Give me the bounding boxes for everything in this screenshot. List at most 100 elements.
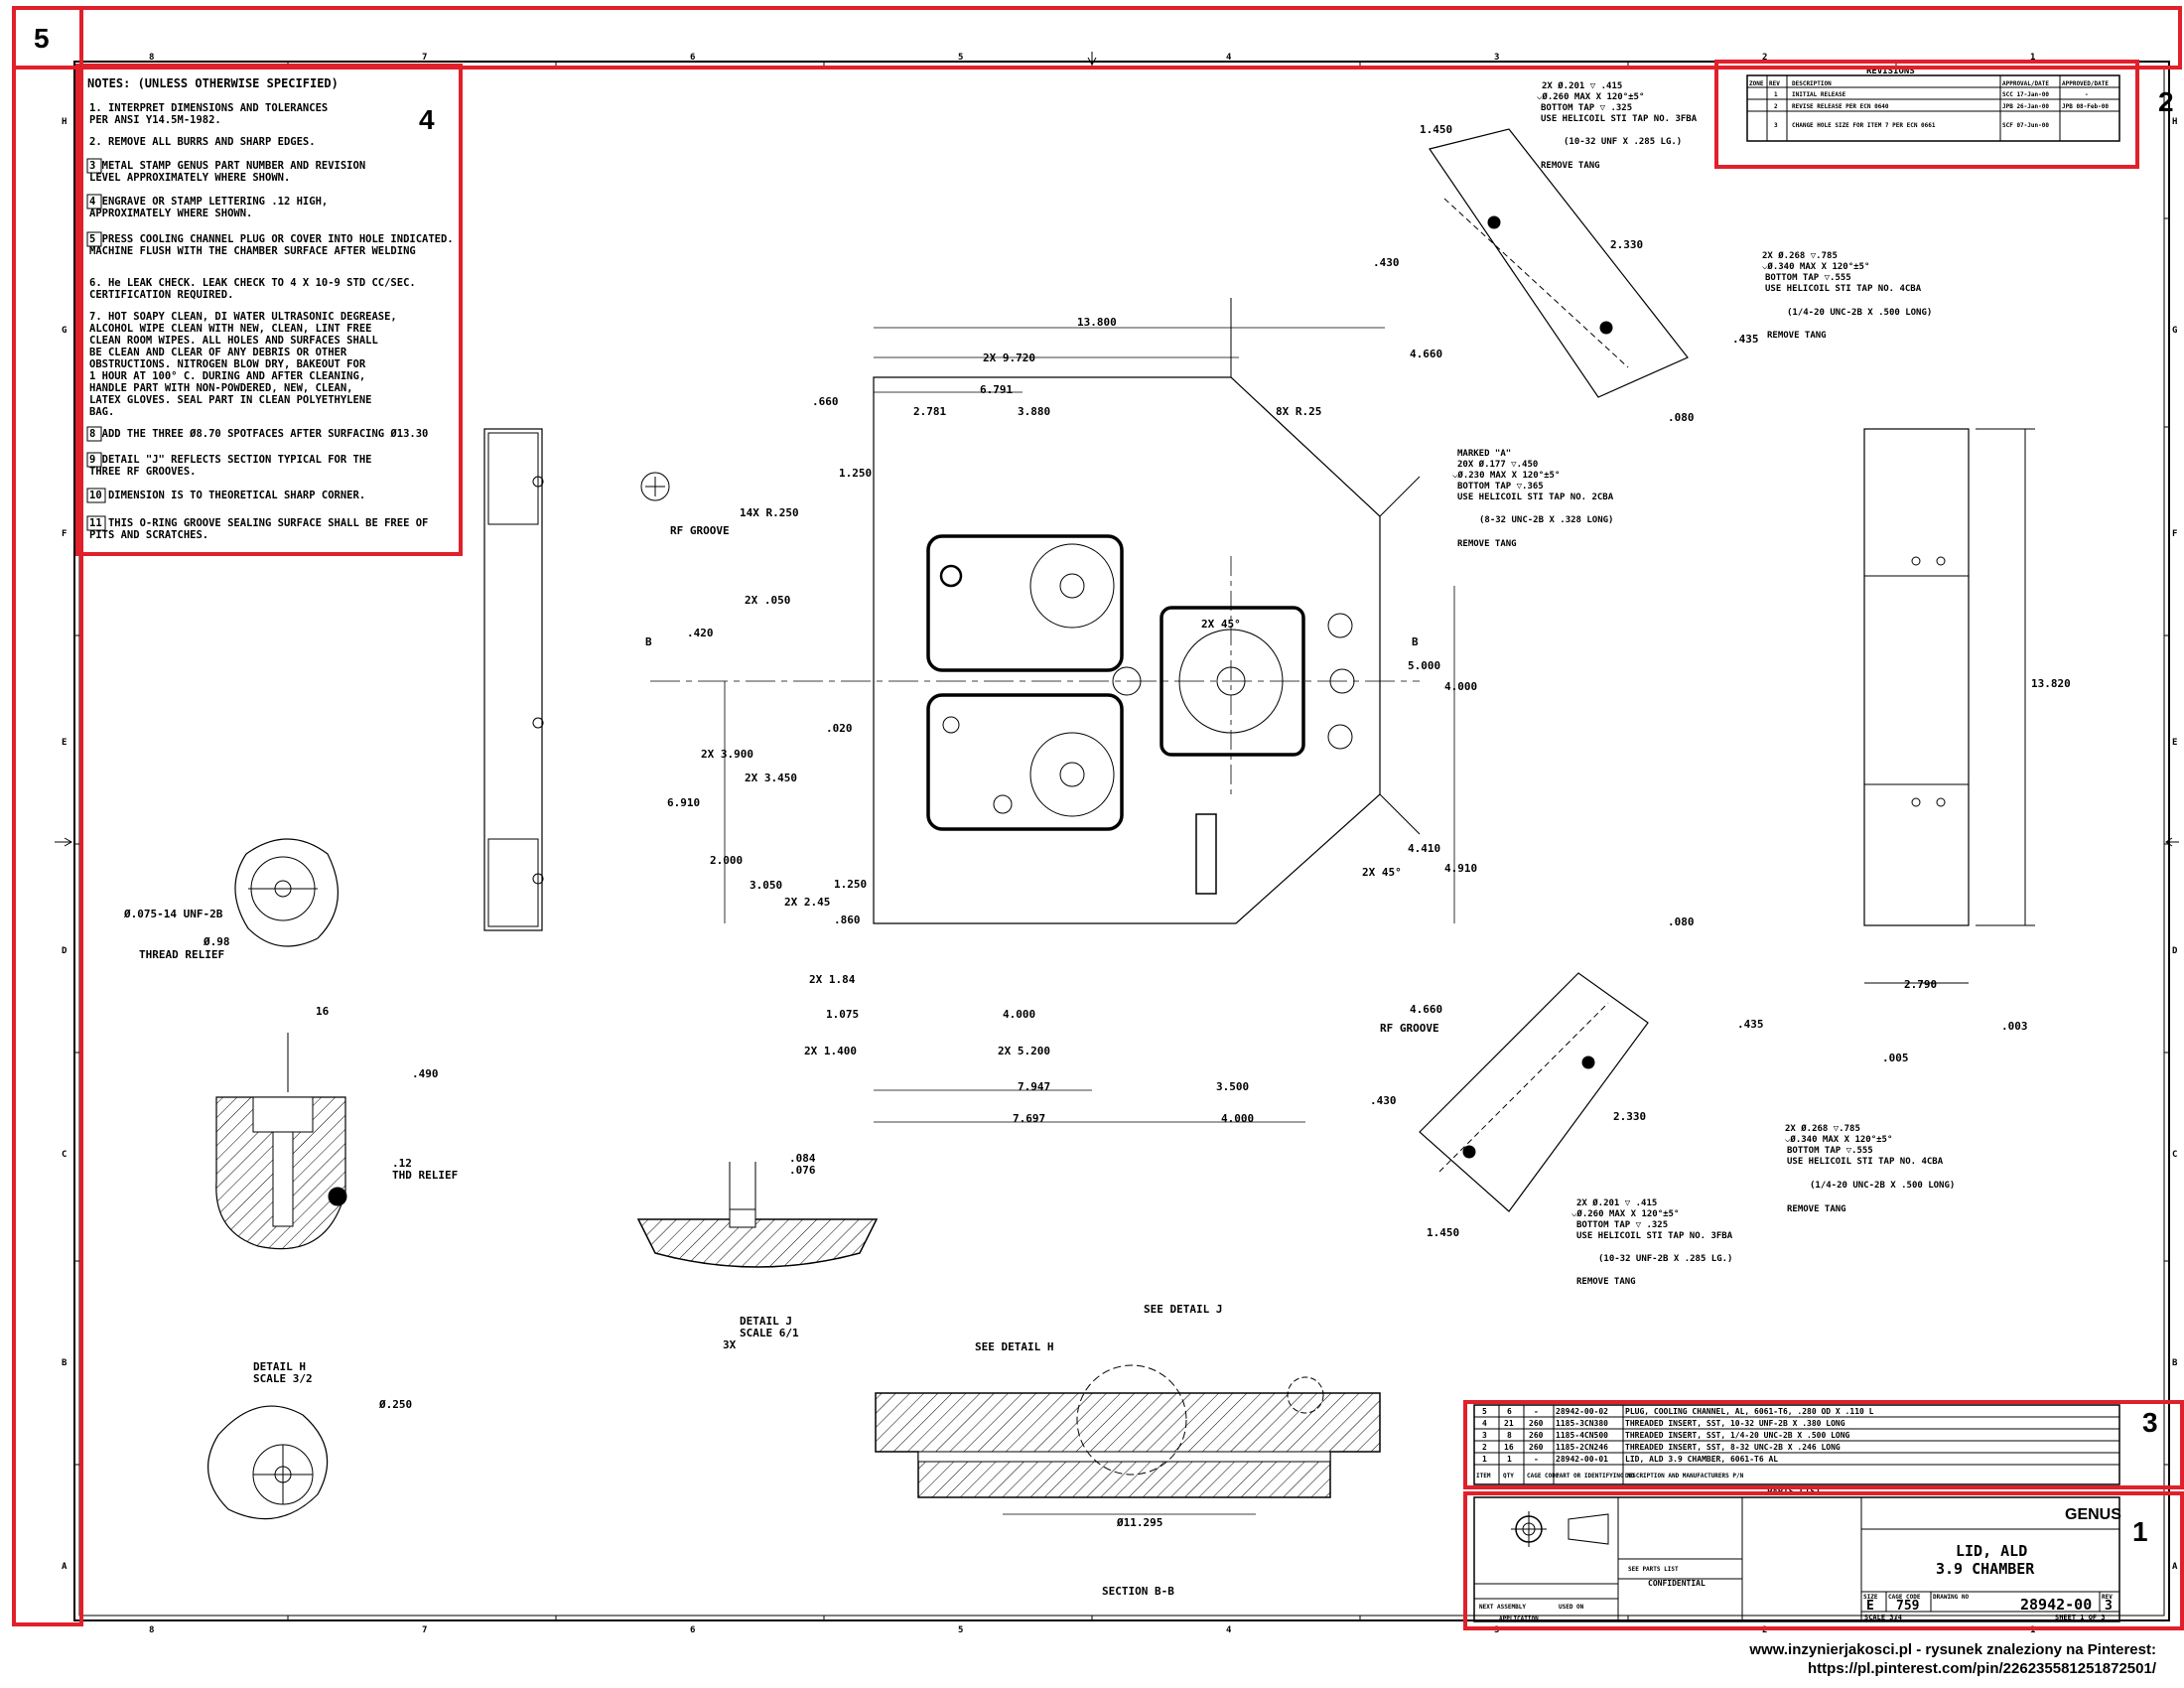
svg-text:2X 3.450: 2X 3.450 <box>745 772 797 784</box>
svg-text:.076: .076 <box>789 1164 816 1177</box>
scale: SCALE 3/4 <box>1864 1614 1902 1621</box>
svg-text:.860: .860 <box>834 914 861 926</box>
svg-text:260: 260 <box>1529 1443 1544 1452</box>
svg-text:THD RELIEF: THD RELIEF <box>392 1169 458 1182</box>
svg-text:USE HELICOIL STI TAP NO. 2CBA: USE HELICOIL STI TAP NO. 2CBA <box>1457 492 1614 502</box>
zone-top-4: 4 <box>1226 53 1232 63</box>
note-line: PER ANSI Y14.5M-1982. <box>89 114 221 126</box>
note-line: 11 THIS O-RING GROOVE SEALING SURFACE SH… <box>89 517 428 529</box>
svg-text:SCC 17-Jan-00: SCC 17-Jan-00 <box>2002 91 2049 98</box>
svg-text:4.000: 4.000 <box>1221 1112 1254 1125</box>
note-line: 2. REMOVE ALL BURRS AND SHARP EDGES. <box>89 136 316 148</box>
svg-text:2X 9.720: 2X 9.720 <box>983 352 1035 364</box>
zone-left-h: H <box>62 117 67 127</box>
note-line: 7. HOT SOAPY CLEAN, DI WATER ULTRASONIC … <box>89 311 397 323</box>
svg-text:.660: .660 <box>812 395 839 408</box>
svg-text:13.800: 13.800 <box>1077 316 1117 329</box>
callout-box-1 <box>1463 1491 2184 1630</box>
zone-left-d: D <box>62 946 68 956</box>
callout-label-3: 3 <box>2142 1407 2158 1438</box>
svg-text:⌵Ø.260 MAX X 120°±5°: ⌵Ø.260 MAX X 120°±5° <box>1571 1208 1679 1219</box>
svg-text:3X: 3X <box>723 1338 737 1351</box>
svg-text:JPB 26-Jan-00: JPB 26-Jan-00 <box>2002 103 2049 110</box>
svg-text:REMOVE TANG: REMOVE TANG <box>1457 539 1517 549</box>
svg-text:⌵Ø.230 MAX X 120°±5°: ⌵Ø.230 MAX X 120°±5° <box>1452 470 1560 481</box>
note-flag-box <box>86 426 102 442</box>
note-line: BAG. <box>89 406 114 418</box>
svg-text:(1/4-20 UNC-2B X .500 LONG): (1/4-20 UNC-2B X .500 LONG) <box>1810 1181 1955 1191</box>
pocket-upper <box>926 534 1124 672</box>
svg-text:.490: .490 <box>412 1067 439 1080</box>
zone-top-5: 5 <box>958 53 963 63</box>
note-line: BE CLEAN AND CLEAR OF ANY DEBRIS OR OTHE… <box>89 347 347 358</box>
svg-text:2X Ø.268 ▽.785: 2X Ø.268 ▽.785 <box>1762 250 1838 261</box>
svg-text:28942-00-01: 28942-00-01 <box>1556 1455 1608 1464</box>
svg-text:1185-3CN380: 1185-3CN380 <box>1556 1419 1608 1428</box>
svg-text:2.000: 2.000 <box>710 854 743 867</box>
svg-text:USE HELICOIL STI TAP NO. 3FBA: USE HELICOIL STI TAP NO. 3FBA <box>1541 114 1698 124</box>
main-plan-view <box>650 298 1455 1123</box>
svg-text:SIZE: SIZE <box>1863 1594 1878 1601</box>
zone-right-c: C <box>2172 1150 2177 1160</box>
svg-text:2X 45°: 2X 45° <box>1362 866 1402 879</box>
top-zone-ticks <box>287 62 1897 1620</box>
svg-text:PART OR IDENTIFYING NO: PART OR IDENTIFYING NO <box>1556 1473 1635 1479</box>
revisions-table: REVISIONS ZONE REV DESCRIPTION APPROVAL/… <box>1746 67 2120 142</box>
footer-link[interactable]: https://pl.pinterest.com/pin/22623558125… <box>1808 1660 2156 1677</box>
svg-text:260: 260 <box>1529 1431 1544 1440</box>
svg-text:⌵Ø.340 MAX X 120°±5°: ⌵Ø.340 MAX X 120°±5° <box>1762 261 1869 272</box>
svg-text:6: 6 <box>1507 1407 1512 1416</box>
side-view-right <box>1863 428 2035 984</box>
svg-text:BOTTOM TAP ▽.365: BOTTOM TAP ▽.365 <box>1457 482 1544 492</box>
note-line: THREE RF GROOVES. <box>89 466 196 478</box>
note-line: 3 METAL STAMP GENUS PART NUMBER AND REVI… <box>89 160 365 172</box>
company-logo: GENUS <box>2065 1506 2121 1523</box>
svg-text:5.000: 5.000 <box>1408 659 1440 672</box>
svg-text:.435: .435 <box>1732 333 1759 346</box>
svg-text:2: 2 <box>1482 1443 1487 1452</box>
note-flag-box <box>86 194 102 210</box>
svg-text:B: B <box>1412 635 1419 648</box>
callout-label-5: 5 <box>34 23 50 54</box>
svg-text:THREADED INSERT, SST, 1/4-20 U: THREADED INSERT, SST, 1/4-20 UNC-2B X .5… <box>1625 1431 1850 1440</box>
side-zone-ticks <box>74 217 2169 1466</box>
arm-detail-upper <box>1429 128 1689 398</box>
arm-detail-lower <box>1419 972 1649 1212</box>
svg-text:CAGE CODE: CAGE CODE <box>1888 1594 1921 1601</box>
svg-text:4.000: 4.000 <box>1003 1008 1035 1021</box>
svg-text:REV: REV <box>1769 80 1780 87</box>
svg-text:-: - <box>2085 91 2089 98</box>
svg-text:3.050: 3.050 <box>750 879 782 892</box>
svg-text:LID, ALD 3.9 CHAMBER, 6061-T6: LID, ALD 3.9 CHAMBER, 6061-T6 AL <box>1625 1455 1778 1464</box>
drawing-title-line1: LID, ALD <box>1956 1542 2027 1560</box>
svg-text:THREAD RELIEF: THREAD RELIEF <box>139 948 224 961</box>
svg-text:6.910: 6.910 <box>667 796 700 809</box>
svg-text:Ø.98: Ø.98 <box>203 935 230 948</box>
thread-relief-detail <box>234 838 339 947</box>
svg-text:JPB 08-Feb-00: JPB 08-Feb-00 <box>2062 103 2109 110</box>
svg-text:2X Ø.201 ▽ .415: 2X Ø.201 ▽ .415 <box>1576 1197 1657 1208</box>
svg-text:QTY: QTY <box>1503 1473 1514 1479</box>
callout-label-1: 1 <box>2132 1516 2148 1547</box>
svg-text:3.880: 3.880 <box>1018 405 1050 418</box>
svg-text:NEXT ASSEMBLY: NEXT ASSEMBLY <box>1479 1604 1526 1611</box>
note-flag-box <box>86 488 106 503</box>
note-line: CLEAN ROOM WIPES. ALL HOLES AND SURFACES… <box>89 335 378 347</box>
svg-text:4.660: 4.660 <box>1410 1003 1442 1016</box>
svg-text:SCALE 6/1: SCALE 6/1 <box>740 1327 799 1339</box>
red-callout-labels: 1 2 3 4 5 <box>34 23 2174 1547</box>
note-line: LEVEL APPROXIMATELY WHERE SHOWN. <box>89 172 290 184</box>
svg-text:THREADED INSERT, SST, 8-32 UNC: THREADED INSERT, SST, 8-32 UNC-2B X .246… <box>1625 1443 1841 1452</box>
zone-bottom-6: 6 <box>690 1625 695 1635</box>
svg-text:(10-32 UNF-2B X .285 LG.): (10-32 UNF-2B X .285 LG.) <box>1598 1254 1732 1264</box>
zone-right-f: F <box>2172 529 2177 539</box>
svg-text:BOTTOM TAP ▽.555: BOTTOM TAP ▽.555 <box>1765 273 1851 283</box>
svg-text:INITIAL RELEASE: INITIAL RELEASE <box>1792 91 1846 98</box>
source-footer: www.inzynierjakosci.pl - rysunek znalezi… <box>1749 1640 2156 1678</box>
sheet-count: SHEET 1 OF 3 <box>2055 1614 2106 1621</box>
svg-text:Ø.250: Ø.250 <box>378 1398 412 1411</box>
zone-right-g: G <box>2172 326 2177 336</box>
zone-left-b: B <box>62 1358 68 1368</box>
